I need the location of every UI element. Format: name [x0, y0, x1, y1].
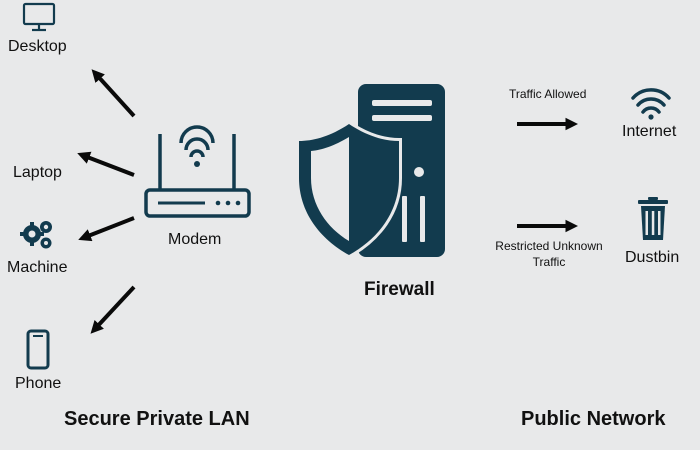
lan-arrows [77, 69, 136, 334]
arrow-to-machine [78, 216, 135, 242]
wifi-icon [631, 88, 671, 120]
internet-label: Internet [622, 123, 677, 140]
router-icon [144, 125, 251, 218]
dustbin-label: Dustbin [625, 249, 680, 266]
restricted-traffic-label: Restricted Unknown Traffic [495, 239, 603, 269]
gears-icon [20, 221, 52, 249]
phone-icon [26, 329, 50, 370]
trash-icon [638, 197, 668, 240]
laptop-label: Laptop [13, 164, 62, 181]
arrow-to-desktop [91, 69, 136, 118]
lan-section-title: Secure Private LAN [64, 408, 250, 430]
arrow-to-phone [90, 285, 136, 334]
firewall-shield-server-icon [296, 84, 445, 259]
modem-label: Modem [168, 231, 222, 248]
public-section-title: Public Network [521, 408, 666, 430]
arrow-to-laptop [77, 151, 135, 177]
phone-label: Phone [15, 375, 62, 392]
monitor-icon [22, 2, 56, 32]
traffic-allowed-label: Traffic Allowed [509, 87, 587, 101]
desktop-label: Desktop [8, 38, 67, 55]
firewall-label: Firewall [364, 279, 435, 300]
machine-label: Machine [7, 259, 68, 276]
traffic-arrows [517, 117, 579, 233]
